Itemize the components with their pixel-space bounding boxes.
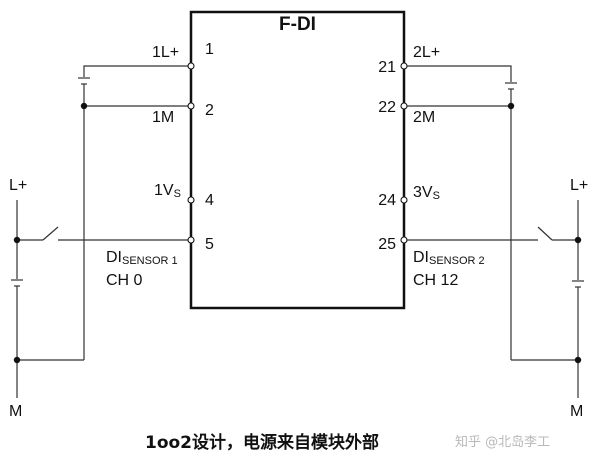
terminal-21 (400, 62, 408, 70)
right-supply-l-plus: L+ (570, 177, 589, 194)
left-supply-l-plus: L+ (9, 177, 28, 194)
junction-dot (574, 356, 582, 364)
terminal-label-di-sensor-1: DISENSOR 1 (106, 249, 178, 268)
terminal-number-21: 21 (378, 59, 396, 76)
left-module-supply-circuit (17, 65, 191, 361)
terminal-number-22: 22 (378, 99, 396, 116)
terminal-label-di-sensor-2: DISENSOR 2 (413, 249, 485, 268)
terminal-number-24: 24 (378, 192, 396, 209)
terminal-24 (400, 196, 408, 204)
terminal-label-1vs: 1VS (154, 182, 181, 201)
terminal-25 (400, 236, 408, 244)
junction-dot (80, 102, 88, 110)
watermark: 知乎 @北岛李工 (455, 435, 551, 450)
switch-left (42, 226, 59, 241)
channel-label-ch0: CH 0 (106, 272, 143, 289)
terminal-label-2l-plus: 2L+ (413, 44, 441, 61)
figure-caption: 1oo2设计，电源来自模块外部 (145, 433, 380, 453)
junction-dot (13, 356, 21, 364)
terminal-5 (187, 236, 195, 244)
terminal-label-2m: 2M (413, 109, 436, 126)
terminal-number-2: 2 (205, 102, 214, 119)
terminal-number-5: 5 (205, 236, 214, 253)
left-supply-m: M (9, 403, 23, 420)
terminal-label-1l-plus: 1L+ (152, 44, 180, 61)
terminal-circles (187, 62, 408, 244)
right-sensor-circuit (404, 200, 584, 398)
terminal-label-3vs: 3VS (413, 184, 440, 203)
terminal-number-25: 25 (378, 236, 396, 253)
terminal-1 (187, 62, 195, 70)
junction-dot (574, 236, 582, 244)
junction-dot (507, 102, 515, 110)
terminal-22 (400, 102, 408, 110)
channel-label-ch12: CH 12 (413, 272, 459, 289)
terminal-4 (187, 196, 195, 204)
switch-right (537, 226, 553, 241)
terminal-number-1: 1 (205, 41, 214, 58)
f-di-module-box (189, 10, 406, 310)
right-supply-m: M (570, 403, 584, 420)
module-title: F-DI (279, 14, 316, 35)
terminal-2 (187, 102, 195, 110)
left-sensor-circuit (11, 200, 191, 398)
terminal-number-4: 4 (205, 192, 214, 209)
terminal-label-1m: 1M (152, 109, 175, 126)
junction-dot (13, 236, 21, 244)
right-module-supply-circuit (404, 65, 578, 361)
